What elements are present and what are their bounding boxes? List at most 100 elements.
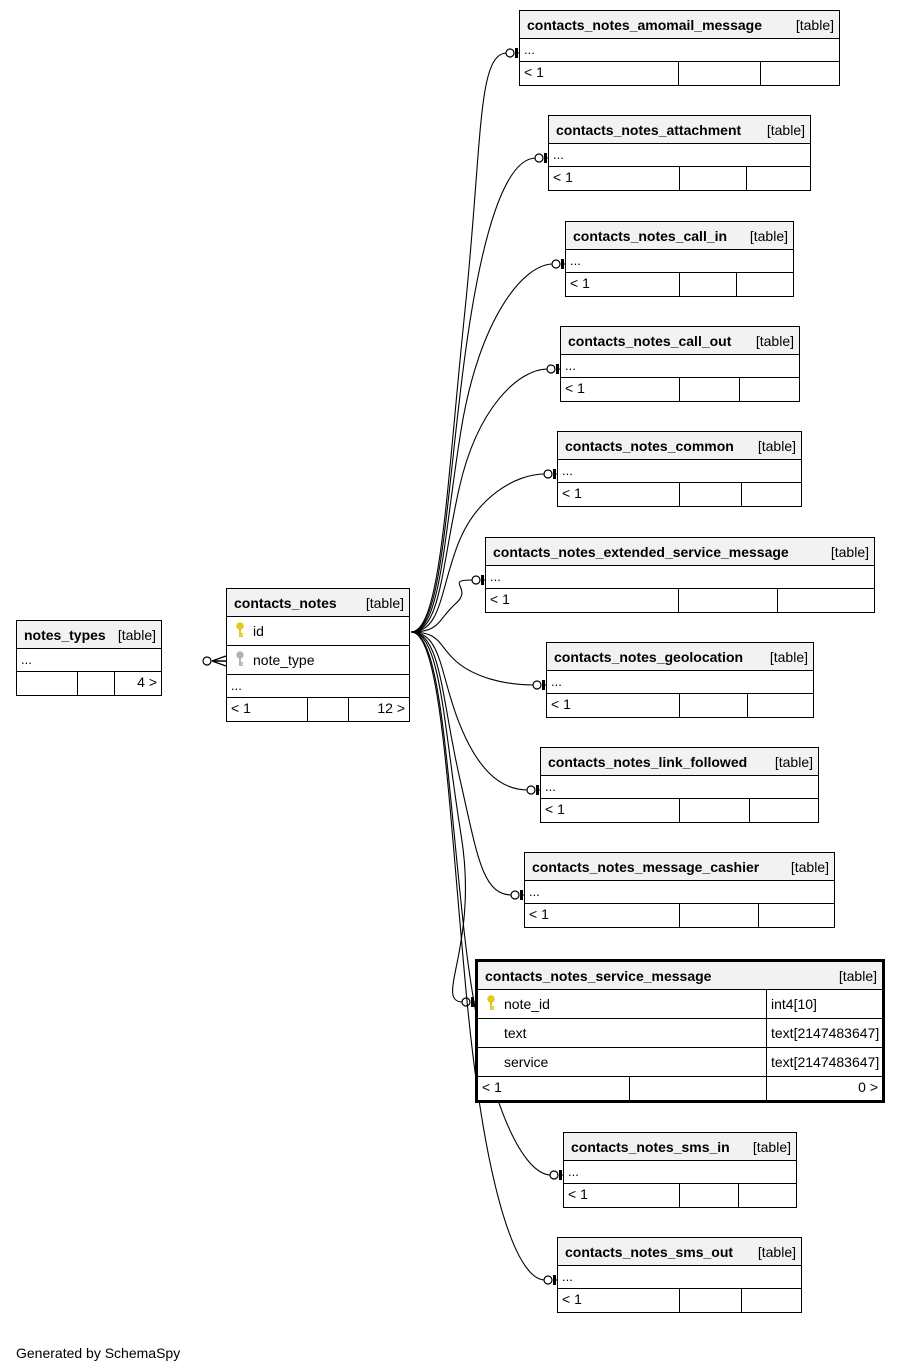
children-count[interactable] <box>747 694 813 717</box>
table-footer: < 1 <box>549 167 810 190</box>
table-header[interactable]: contacts_notes_call_in [table] <box>566 222 793 250</box>
table-header[interactable]: notes_types [table] <box>17 621 161 649</box>
row-count <box>679 167 746 190</box>
table-header[interactable]: contacts_notes_geolocation [table] <box>547 643 813 671</box>
children-count[interactable] <box>738 1184 796 1207</box>
more-columns-ellipsis: ... <box>561 355 799 378</box>
parents-count[interactable]: < 1 <box>562 485 582 501</box>
table-header[interactable]: contacts_notes_message_cashier [table] <box>525 853 834 881</box>
parents-count[interactable]: < 1 <box>529 906 549 922</box>
children-count[interactable] <box>777 589 874 612</box>
children-count[interactable]: 12 > <box>348 698 409 721</box>
table-footer: < 1 <box>561 378 799 401</box>
children-count[interactable] <box>758 904 834 927</box>
optional-circle-icon <box>461 997 471 1007</box>
table-contacts-notes-extended-service-message[interactable]: contacts_notes_extended_service_message … <box>485 537 875 613</box>
table-type-label: [table] <box>755 333 794 349</box>
relationship-line <box>410 579 474 633</box>
row-count <box>678 589 777 612</box>
table-footer: < 1 <box>547 694 813 717</box>
parents-count[interactable]: < 1 <box>551 696 571 712</box>
parents-count[interactable] <box>17 672 77 695</box>
table-name: contacts_notes_call_in <box>573 228 728 244</box>
table-contacts-notes-common[interactable]: contacts_notes_common [table] ... < 1 <box>557 431 802 507</box>
table-contacts-notes-call-out[interactable]: contacts_notes_call_out [table] ... < 1 <box>560 326 800 402</box>
table-header[interactable]: contacts_notes_amomail_message [table] <box>520 11 839 39</box>
optional-circle-icon <box>202 656 212 666</box>
parents-count[interactable]: < 1 <box>553 169 573 185</box>
row-count <box>679 799 749 822</box>
more-columns-ellipsis: ... <box>566 250 793 273</box>
table-contacts-notes-attachment[interactable]: contacts_notes_attachment [table] ... < … <box>548 115 811 191</box>
primary-key-icon <box>487 995 495 1011</box>
table-contacts-notes-link-followed[interactable]: contacts_notes_link_followed [table] ...… <box>540 747 819 823</box>
column-row[interactable]: id <box>227 617 409 646</box>
table-footer: < 1 <box>566 273 793 296</box>
table-header[interactable]: contacts_notes_attachment [table] <box>549 116 810 144</box>
children-count[interactable] <box>746 167 810 190</box>
table-header[interactable]: contacts_notes_service_message [table] <box>478 962 882 990</box>
table-header[interactable]: contacts_notes_sms_out [table] <box>558 1238 801 1266</box>
optional-circle-icon <box>510 890 520 900</box>
children-count[interactable] <box>741 1289 801 1312</box>
children-count[interactable] <box>749 799 818 822</box>
table-header[interactable]: contacts_notes_common [table] <box>558 432 801 460</box>
parents-count[interactable]: < 1 <box>565 380 585 396</box>
more-columns-ellipsis: ... <box>564 1161 796 1184</box>
row-count <box>679 378 739 401</box>
children-count[interactable] <box>741 483 801 506</box>
table-contacts-notes-message-cashier[interactable]: contacts_notes_message_cashier [table] .… <box>524 852 835 928</box>
table-type-label: [table] <box>757 438 796 454</box>
table-name: contacts_notes_message_cashier <box>532 859 760 875</box>
table-contacts-notes-call-in[interactable]: contacts_notes_call_in [table] ... < 1 <box>565 221 794 297</box>
more-columns-ellipsis: ... <box>17 649 161 672</box>
table-header[interactable]: contacts_notes_link_followed [table] <box>541 748 818 776</box>
optional-circle-icon <box>532 680 542 690</box>
parents-count[interactable]: < 1 <box>231 700 251 716</box>
table-header[interactable]: contacts_notes_extended_service_message … <box>486 538 874 566</box>
parents-count[interactable]: < 1 <box>482 1079 502 1095</box>
children-count[interactable] <box>760 62 839 85</box>
one-bar-icon <box>556 364 559 374</box>
table-header[interactable]: contacts_notes_call_out [table] <box>561 327 799 355</box>
table-header[interactable]: contacts_notes_sms_in [table] <box>564 1133 796 1161</box>
relationship-line <box>410 631 535 686</box>
table-contacts-notes-amomail-message[interactable]: contacts_notes_amomail_message [table] .… <box>519 10 840 86</box>
table-contacts-notes-geolocation[interactable]: contacts_notes_geolocation [table] ... <… <box>546 642 814 718</box>
one-bar-icon <box>520 890 523 900</box>
parents-count[interactable]: < 1 <box>545 801 565 817</box>
optional-circle-icon <box>505 48 515 58</box>
parents-count[interactable]: < 1 <box>570 275 590 291</box>
children-count[interactable]: 0 > <box>766 1077 882 1100</box>
children-count[interactable]: 4 > <box>114 672 161 695</box>
row-count <box>77 672 114 695</box>
parents-count[interactable]: < 1 <box>524 64 544 80</box>
one-bar-icon <box>553 1275 556 1285</box>
children-count[interactable] <box>739 378 799 401</box>
table-header[interactable]: contacts_notes [table] <box>227 589 409 617</box>
column-datatype: int4[10] <box>766 990 882 1018</box>
table-contacts-notes-sms-out[interactable]: contacts_notes_sms_out [table] ... < 1 <box>557 1237 802 1313</box>
column-row[interactable]: note_type <box>227 646 409 675</box>
parents-count[interactable]: < 1 <box>562 1291 582 1307</box>
row-count <box>679 273 736 296</box>
optional-circle-icon <box>543 1275 553 1285</box>
more-columns-ellipsis: ... <box>525 881 834 904</box>
parents-count[interactable]: < 1 <box>568 1186 588 1202</box>
table-footer: < 1 0 > <box>478 1077 882 1100</box>
table-contacts-notes-sms-in[interactable]: contacts_notes_sms_in [table] ... < 1 <box>563 1132 797 1208</box>
optional-circle-icon <box>526 785 536 795</box>
optional-circle-icon <box>534 153 544 163</box>
table-notes-types[interactable]: notes_types [table] ... 4 > <box>16 620 162 696</box>
column-name: id <box>253 623 264 639</box>
one-bar-icon <box>471 997 474 1007</box>
column-datatype: text[2147483647] <box>766 1048 882 1076</box>
parents-count[interactable]: < 1 <box>490 591 510 607</box>
table-contacts-notes-service-message[interactable]: contacts_notes_service_message [table] n… <box>475 959 885 1103</box>
more-columns-ellipsis: ... <box>558 1266 801 1289</box>
children-count[interactable] <box>736 273 793 296</box>
